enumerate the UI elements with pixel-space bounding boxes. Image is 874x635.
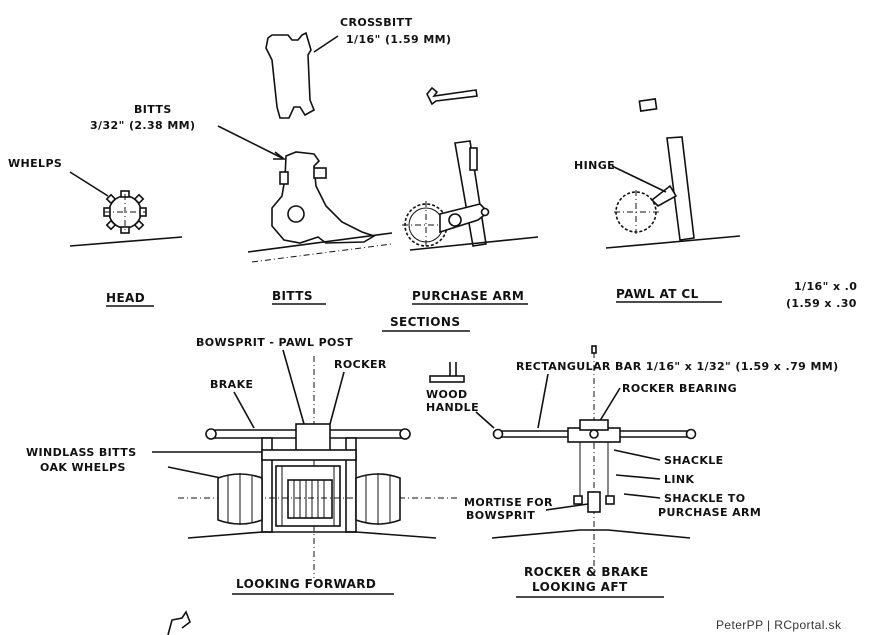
- brake-label: BRAKE: [210, 378, 253, 391]
- bitts-part-label: BITTS: [134, 103, 172, 116]
- shackle-label: SHACKLE: [664, 454, 724, 467]
- wood-handle-label-1: WOOD: [426, 388, 468, 401]
- rocker-bearing-label: ROCKER BEARING: [622, 382, 737, 395]
- bitts-part-size: 3/32" (2.38 MM): [90, 119, 195, 132]
- wood-handle-label-2: HANDLE: [426, 401, 479, 414]
- link-label: LINK: [664, 473, 695, 486]
- purchase-arm-section: [402, 86, 539, 251]
- shackle-to-label-1: SHACKLE TO: [664, 492, 745, 505]
- edge-size-line1: 1/16" x .0: [794, 280, 857, 293]
- windlass-bitts-label: WINDLASS BITTS: [26, 446, 137, 459]
- edge-size-line2: (1.59 x .30: [786, 297, 857, 310]
- head-section: [69, 190, 183, 247]
- oak-whelps-label: OAK WHELPS: [40, 461, 126, 474]
- mortise-label-1: MORTISE FOR: [464, 496, 553, 509]
- post-label: BOWSPRIT - PAWL POST: [196, 336, 353, 349]
- whelps-label: WHELPS: [8, 157, 62, 170]
- bitts-title: BITTS: [272, 289, 313, 303]
- head-title: HEAD: [106, 291, 145, 305]
- mortise-label-2: BOWSPRIT: [466, 509, 535, 522]
- bitts-section: [247, 151, 393, 263]
- gear-icon: [402, 201, 450, 249]
- rocker-label: ROCKER: [334, 358, 387, 371]
- hinge-label: HINGE: [574, 159, 615, 172]
- rocker-brake-title-1: ROCKER & BRAKE: [524, 565, 649, 579]
- purchase-arm-title: PURCHASE ARM: [412, 289, 524, 303]
- sections-caption: SECTIONS: [390, 315, 460, 329]
- pawl-title: PAWL AT CL: [616, 287, 699, 301]
- shackle-to-label-2: PURCHASE ARM: [658, 506, 761, 519]
- bar-label: RECTANGULAR BAR 1/16" x 1/32" (1.59 x .7…: [516, 360, 839, 373]
- looking-forward-title: LOOKING FORWARD: [236, 577, 376, 591]
- looking-forward-drawing: [178, 356, 458, 578]
- rocker-brake-drawing: [491, 345, 697, 572]
- rocker-brake-title-2: LOOKING AFT: [532, 580, 628, 594]
- cursor-arrow-icon: [167, 610, 191, 635]
- crossbitt-drawing: [265, 31, 339, 119]
- wood-handle-detail: [429, 362, 465, 383]
- crossbitt-size: 1/16" (1.59 MM): [346, 33, 451, 46]
- watermark: PeterPP | RCportal.sk: [716, 618, 842, 632]
- crossbitt-label: CROSSBITT: [340, 16, 413, 29]
